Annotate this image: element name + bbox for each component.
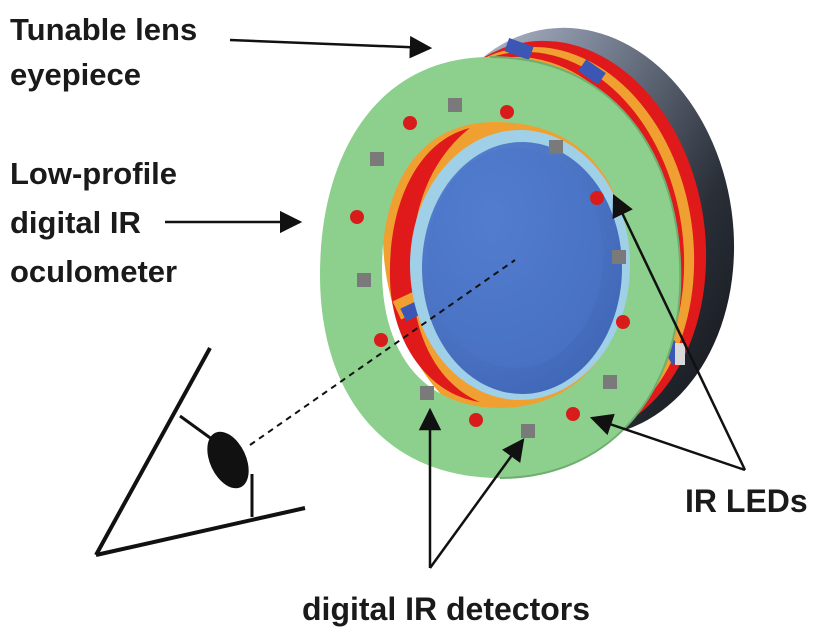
pointer-arrows — [165, 35, 747, 569]
oculometer-label-line2: digital IR — [10, 205, 141, 240]
eye-schematic-icon — [94, 259, 516, 557]
ir-led — [374, 333, 388, 347]
detectors-label: digital IR detectors — [302, 591, 590, 627]
ir-led-group — [350, 105, 630, 427]
ir-led — [469, 413, 483, 427]
ir-detector-group — [357, 98, 626, 438]
tunable-lens-label-line2: eyepiece — [10, 57, 141, 92]
oculometer-label-line1: Low-profile — [10, 156, 177, 191]
ir-detector — [448, 98, 462, 112]
ir-detector — [370, 152, 384, 166]
ir-led — [566, 407, 580, 421]
front-ring — [320, 56, 682, 479]
tunable-lens-arrow — [229, 35, 433, 59]
ir-led — [616, 315, 630, 329]
ir-detector — [420, 386, 434, 400]
ir-led — [500, 105, 514, 119]
oculometer-label-line3: oculometer — [10, 254, 177, 289]
ir-detector — [549, 140, 563, 154]
ir-led — [590, 191, 604, 205]
tunable-lens-label-line1: Tunable lens — [10, 12, 197, 47]
ir-led — [350, 210, 364, 224]
detector-arrow-right — [428, 438, 525, 569]
lens — [410, 130, 630, 400]
ir-led — [403, 116, 417, 130]
ir-detector — [612, 250, 626, 264]
ir-detector — [521, 424, 535, 438]
led-arrow-upper — [612, 193, 747, 471]
led-arrow-lower — [589, 413, 746, 472]
ir-detector — [357, 273, 371, 287]
ir-leds-label: IR LEDs — [685, 483, 808, 519]
ir-detector — [603, 375, 617, 389]
labels: Tunable lens eyepiece Low-profile digita… — [10, 12, 808, 627]
